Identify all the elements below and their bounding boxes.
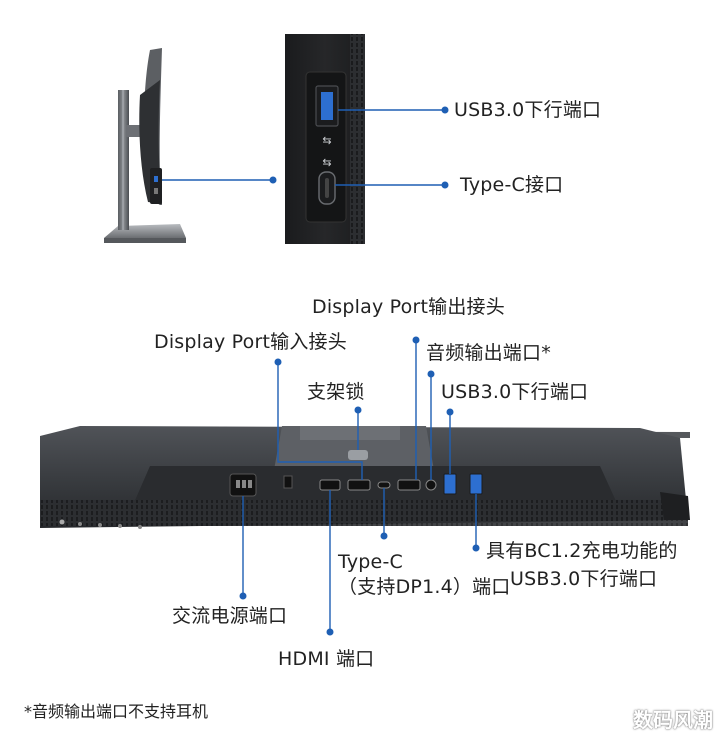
rear-dp-in-port [347, 479, 371, 491]
leader-dot-side [269, 176, 277, 184]
svg-text:⇆: ⇆ [322, 134, 331, 147]
label-hdmi: HDMI 端口 [278, 648, 375, 670]
label-top-usb: USB3.0下行端口 [454, 99, 602, 121]
port-housing [150, 168, 162, 204]
label-stand-lock: 支架锁 [307, 381, 365, 403]
rear-stand-lock [348, 450, 368, 460]
label-bc-line2: USB3.0下行端口 [510, 568, 658, 590]
label-dp-in: Display Port输入接头 [154, 331, 347, 353]
label-typec-line2: （支持DP1.4）端口 [338, 576, 511, 598]
port-housing-c [154, 188, 158, 194]
side-port-zoom: ⇆ ⇆ [285, 34, 365, 244]
rear-dp-out-port [397, 479, 421, 491]
label-ac-power: 交流电源端口 [172, 605, 288, 627]
watermark: 数码风潮 [633, 708, 713, 732]
stand-base-edge [104, 238, 186, 243]
port-housing-blue [154, 176, 158, 182]
stand-column-highlight [122, 90, 124, 230]
label-typec-line1: Type-C [338, 551, 403, 573]
stand-base [104, 224, 186, 238]
monitor-side-view [104, 48, 186, 243]
footnote: *音频输出端口不支持耳机 [24, 702, 209, 721]
svg-text:⇆: ⇆ [322, 156, 331, 169]
rear-usb-port [443, 473, 457, 495]
rear-typec-port [377, 481, 391, 489]
rear-hdmi-port [319, 479, 341, 491]
rear-audio-port [425, 479, 437, 491]
label-bc-line1: 具有BC1.2充电功能的 [486, 540, 678, 562]
label-dp-out: Display Port输出接头 [312, 296, 505, 318]
monitor-rear-view [40, 426, 690, 529]
label-top-typec: Type-C接口 [460, 174, 564, 196]
label-usb-down: USB3.0下行端口 [441, 381, 589, 403]
label-audio-out: 音频输出端口* [426, 342, 551, 364]
rear-usb-bc-port [469, 473, 483, 495]
